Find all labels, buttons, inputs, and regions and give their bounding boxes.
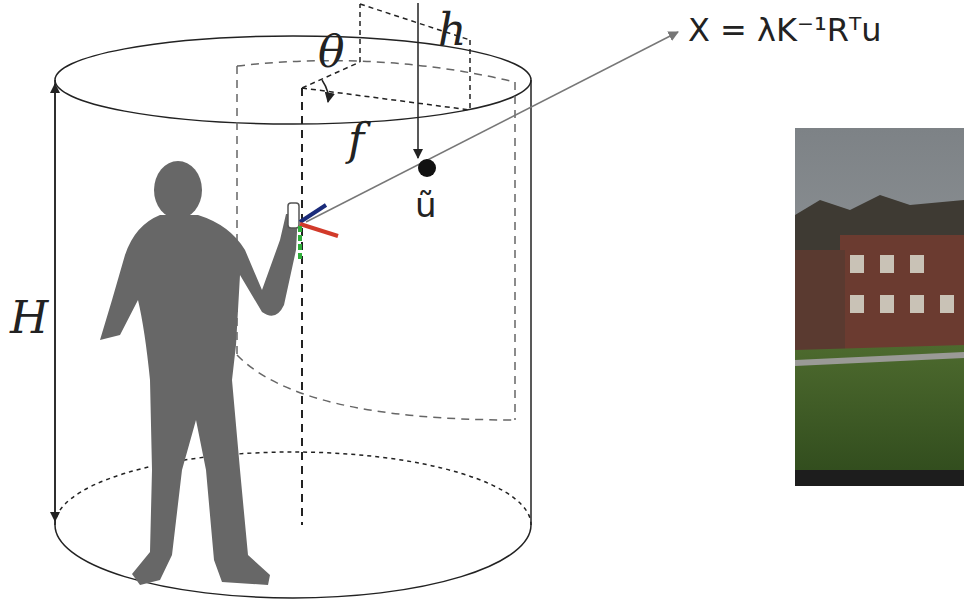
phone	[288, 203, 299, 228]
central-axis	[301, 88, 303, 525]
inner-cylinder	[237, 61, 515, 420]
camera-axis-y	[298, 226, 302, 262]
outer-cylinder	[55, 36, 531, 598]
angle-label: θ	[318, 30, 345, 74]
cylinder-height-arrow	[54, 84, 56, 521]
image-point	[418, 159, 436, 177]
angle-lines	[302, 4, 470, 110]
panorama-photo	[795, 128, 964, 486]
focal-label: f	[348, 118, 364, 162]
height-label: h	[438, 8, 466, 52]
person-silhouette	[100, 161, 298, 585]
cylinder-height-label: H	[10, 296, 48, 340]
point-label: ũ	[415, 188, 437, 222]
height-arrow	[417, 3, 419, 158]
camera-axis-x	[300, 224, 338, 236]
projection-ray	[306, 32, 678, 222]
projection-formula: X = λK⁻¹Rᵀu	[688, 14, 882, 46]
angle-arc	[322, 80, 328, 102]
